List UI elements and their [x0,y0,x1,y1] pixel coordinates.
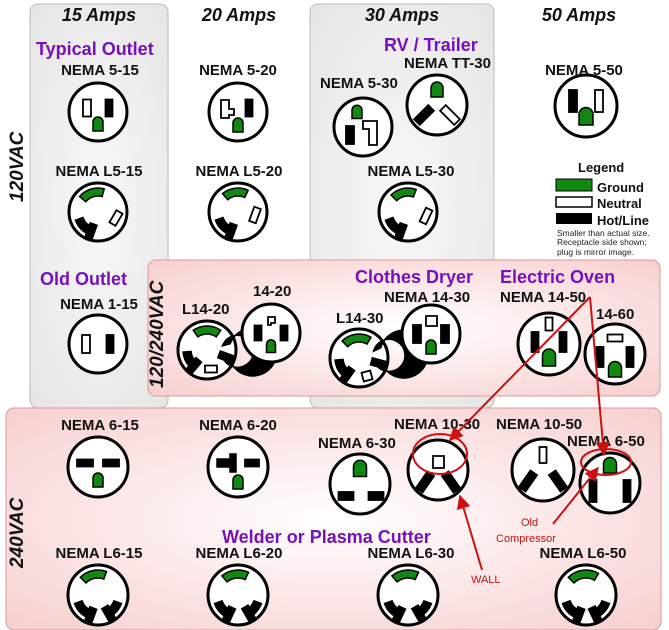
outlet-nl6-20 [206,563,270,627]
arrow-oven-to-6-50 [589,296,610,457]
outlet-ntt-30 [405,73,469,137]
label-n1-15: NEMA 1-15 [60,296,138,313]
outlet-nl5-20 [207,181,269,243]
outlet-n10-50 [510,437,576,503]
label-n6-50: NEMA 6-50 [567,433,645,450]
col-header-30a: 30 Amps [364,5,440,25]
label-nl6-30: NEMA L6-30 [367,545,455,562]
outlet-nl6-50 [554,563,618,627]
legend-swatches [555,178,593,224]
outlet-n1-15 [67,313,129,375]
outlet-nl6-30 [376,563,440,627]
outlet-n6-30 [328,452,392,516]
label-nl5-15: NEMA L5-15 [55,163,143,180]
annotation-compressor: Compressor [496,533,556,545]
label-nl5-20: NEMA L5-20 [195,163,283,180]
legend-note: Smaller than actual size. Receptacle sid… [557,228,650,257]
cat-rv-trailer: RV / Trailer [384,35,478,55]
legend-neutral: Neutral [597,196,642,211]
outlet-n6-20 [206,435,270,499]
outlet-nl5-15 [67,181,129,243]
outlet-n5-50 [553,73,619,139]
label-n5-15: NEMA 5-15 [61,62,139,79]
outlet-n6-15 [66,435,130,499]
outlet-n14-60 [583,322,647,386]
label-n10-50: NEMA 10-50 [496,416,583,433]
label-n14-50: NEMA 14-50 [500,289,587,306]
legend-neutral-swatch [555,196,593,208]
legend-ground: Ground [597,180,644,195]
legend-hot-swatch [556,213,592,224]
arrow-oven-to-10-30 [449,296,591,442]
cat-typical-outlet: Typical Outlet [36,39,154,59]
cat-clothes-dryer: Clothes Dryer [355,267,474,287]
outlet-n5-30 [332,96,394,158]
col-header-15a: 15 Amps [61,5,137,25]
cat-electric-oven: Electric Oven [500,267,616,287]
cat-welder: Welder or Plasma Cutter [222,527,431,547]
label-nl6-50: NEMA L6-50 [539,545,627,562]
col-header-20a: 20 Amps [201,5,277,25]
label-n14-60: 14-60 [596,306,635,323]
outlet-n5-20 [207,81,269,143]
label-nl5-30: NEMA L5-30 [367,163,455,180]
label-n5-50: NEMA 5-50 [545,62,623,79]
outlet-n14-30 [400,303,462,365]
label-ntt-30: NEMA TT-30 [404,55,491,72]
label-n14-20: 14-20 [253,283,292,300]
label-nl6-15: NEMA L6-15 [55,545,143,562]
label-n6-20: NEMA 6-20 [199,417,277,434]
label-n5-30: NEMA 5-30 [320,75,398,92]
label-n6-15: NEMA 6-15 [61,417,139,434]
label-n14-30: NEMA 14-30 [384,289,471,306]
label-l14-20: L14-20 [182,301,230,318]
legend-ground-swatch [555,178,593,192]
band-240v [5,407,662,630]
cat-old-outlet: Old Outlet [40,269,127,289]
outlet-n5-15 [67,81,129,143]
arrow-compressor [552,466,599,525]
col-header-50a: 50 Amps [541,5,617,25]
arrow-wall [456,494,483,571]
label-l14-30: L14-30 [336,310,384,327]
legend-hot: Hot/Line [597,213,649,228]
outlet-nl5-30 [377,181,439,243]
label-n5-20: NEMA 5-20 [199,62,277,79]
label-n6-30: NEMA 6-30 [318,435,396,452]
legend-title: Legend [578,160,625,175]
annotation-old: Old [521,517,539,529]
highlight-10-30 [412,433,468,475]
outlet-n14-20 [240,302,302,364]
outlet-n14-50 [516,311,582,377]
outlet-nl6-15 [66,563,130,627]
annotation-wall: WALL [471,574,501,586]
outlet-n10-30 [406,438,470,502]
label-nl6-20: NEMA L6-20 [195,545,283,562]
